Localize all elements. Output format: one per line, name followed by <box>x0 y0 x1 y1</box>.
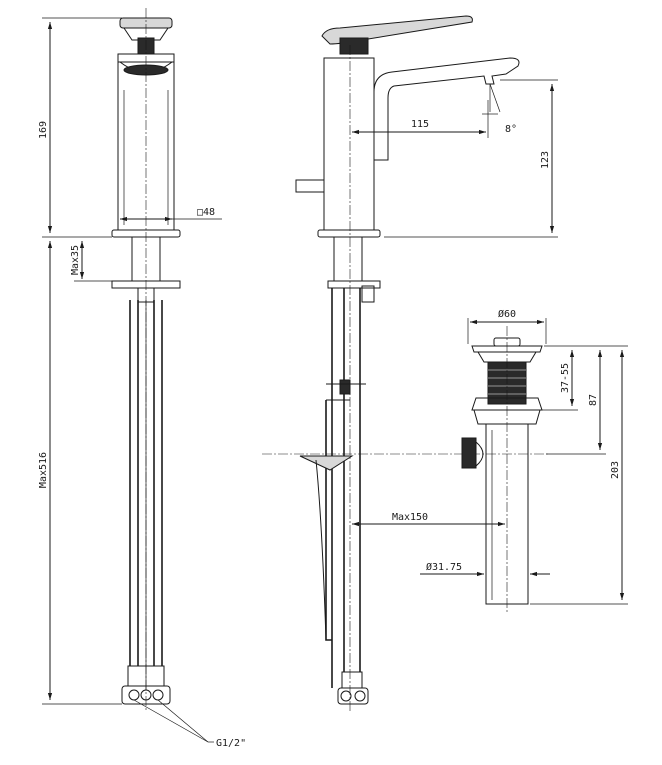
dim-dia60-label: Ø60 <box>498 308 516 320</box>
side-lift-knob <box>295 179 325 193</box>
dim-max516: Max516 <box>38 241 122 705</box>
dim-123-label: 123 <box>540 151 551 169</box>
side-spout <box>373 57 520 161</box>
side-base-ring <box>317 229 381 238</box>
front-shank <box>131 236 161 282</box>
dim-203-label: 203 <box>610 461 621 479</box>
dim-169: 169 <box>38 17 122 238</box>
dim-87: 87 <box>546 345 606 455</box>
dim-max150-label: Max150 <box>392 512 428 523</box>
front-view: 169 Max516 Max35 □48 G1/2" <box>38 8 246 749</box>
dim-8deg-label: 8° <box>505 124 517 135</box>
dim-87-label: 87 <box>588 394 599 406</box>
drain-pivot-nut <box>461 437 477 469</box>
dim-max150: Max150 <box>352 512 505 527</box>
dim-square-48-label: □48 <box>197 207 215 218</box>
dim-203: 203 <box>530 345 628 605</box>
dim-max516-label: Max516 <box>38 452 49 488</box>
side-shank <box>333 236 363 282</box>
drain-locknut <box>473 409 541 425</box>
dim-169-label: 169 <box>38 121 49 139</box>
side-view: 115 8° 123 <box>262 15 558 712</box>
dim-115: 115 <box>352 100 489 138</box>
dim-37-55-label: 37-55 <box>560 363 571 393</box>
dim-dia60: Ø60 <box>467 308 547 344</box>
dim-dia31-75-label: Ø31.75 <box>426 561 462 573</box>
dim-square-48: □48 <box>117 207 222 224</box>
dim-max35-label: Max35 <box>70 245 81 275</box>
drain-view: Ø60 37-55 87 203 Max150 <box>352 308 628 612</box>
side-body <box>323 57 375 231</box>
side-lever <box>321 15 473 55</box>
dim-115-label: 115 <box>411 119 429 130</box>
side-rod-nut <box>361 285 375 303</box>
dim-max35: Max35 <box>70 241 112 282</box>
dim-123: 123 <box>384 79 558 238</box>
thread-callout: G1/2" <box>133 699 246 749</box>
dim-dia31-75: Ø31.75 <box>420 561 550 577</box>
dim-8deg: 8° <box>482 83 517 135</box>
dim-37-55: 37-55 <box>540 345 578 411</box>
thread-label: G1/2" <box>216 738 246 749</box>
